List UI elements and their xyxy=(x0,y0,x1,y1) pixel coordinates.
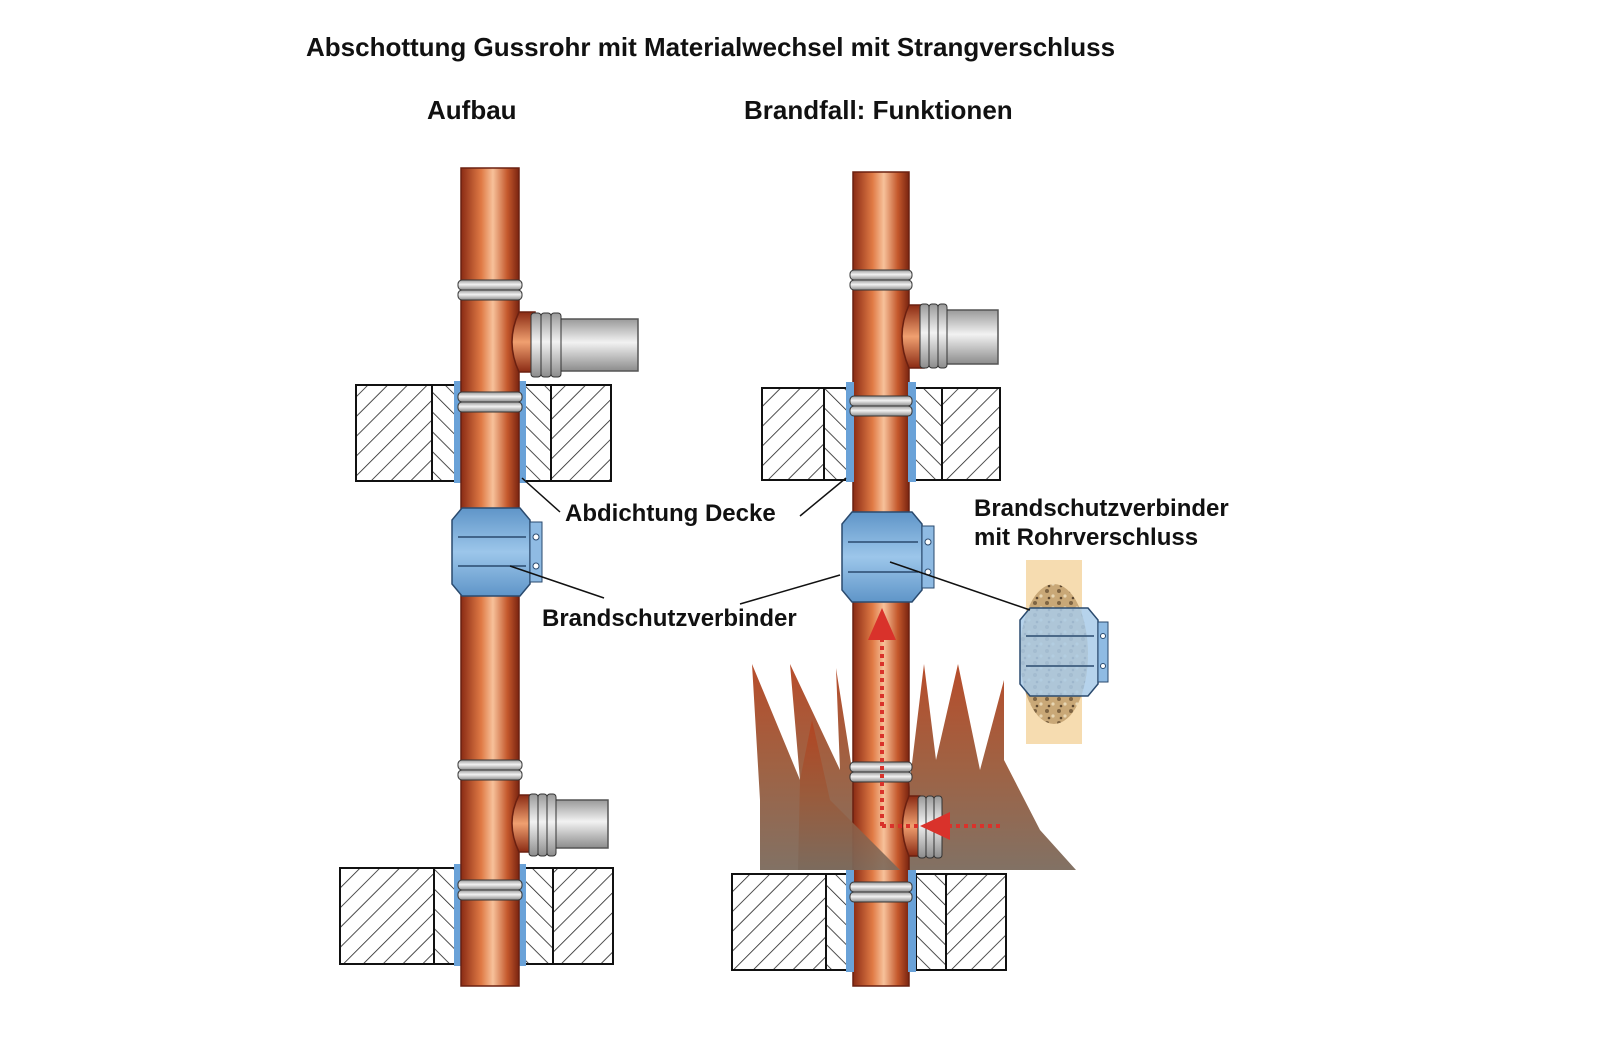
callout-line xyxy=(799,477,847,517)
callout-line xyxy=(889,561,1031,611)
plastic-branch-pipe xyxy=(559,318,639,372)
fire-protection-connector xyxy=(841,511,935,603)
right-assembly xyxy=(731,171,1109,987)
label-seal-ceiling: Abdichtung Decke xyxy=(565,500,776,527)
fire-flames xyxy=(798,720,900,870)
label-fire-connector-closure: mit Rohrverschluss xyxy=(974,524,1198,551)
callout-line xyxy=(521,477,561,513)
left-assembly xyxy=(339,167,639,987)
pipe-clamp xyxy=(528,793,557,857)
pipe-coupling xyxy=(457,879,523,901)
ceiling-seal xyxy=(846,382,854,482)
ceiling-seal xyxy=(454,381,462,483)
ceiling-seal xyxy=(518,381,526,483)
heat-flow-arrow xyxy=(868,608,1000,840)
label-fire-connector-closure: Brandschutzverbinder xyxy=(974,495,1229,522)
ceiling-seal xyxy=(846,870,854,972)
pipe-coupling xyxy=(457,279,523,301)
pipe-coupling xyxy=(457,391,523,413)
pipe-clamp xyxy=(919,303,948,369)
ceiling-seal xyxy=(908,870,916,972)
label-fire-connector: Brandschutzverbinder xyxy=(542,605,797,632)
left-heading: Aufbau xyxy=(427,95,517,125)
ceiling-seal xyxy=(518,864,526,966)
pipe-coupling xyxy=(457,759,523,781)
pipe-branch-upper xyxy=(901,304,925,369)
pipe-coupling xyxy=(849,881,913,903)
fire-protection-connector xyxy=(451,507,543,597)
pipe-clamp xyxy=(530,312,562,378)
right-heading: Brandfall: Funktionen xyxy=(744,95,1013,125)
pipe-branch-upper xyxy=(511,311,536,373)
ceiling-seal xyxy=(908,382,916,482)
plastic-branch-pipe xyxy=(945,309,999,365)
ceiling-slab-upper-left xyxy=(355,384,612,482)
ceiling-slab-upper-right xyxy=(761,387,1001,481)
diagram-title: Abschottung Gussrohr mit Materialwechsel… xyxy=(306,32,1115,62)
pipe-coupling xyxy=(849,269,913,291)
pipe-coupling xyxy=(849,395,913,417)
ceiling-slab-lower-right xyxy=(731,873,1007,971)
plastic-branch-pipe xyxy=(554,799,609,849)
callout-line xyxy=(509,565,605,599)
pipe-coupling xyxy=(849,761,913,783)
pipe-closure-detail xyxy=(1019,560,1109,744)
callout-line xyxy=(739,574,841,605)
ceiling-seal xyxy=(454,864,462,966)
